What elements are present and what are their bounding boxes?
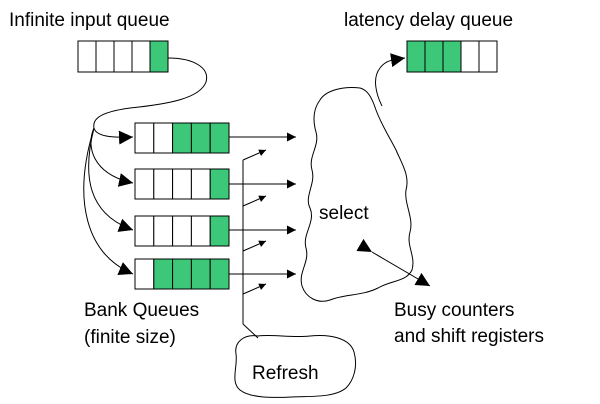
input-queue-label: Infinite input queue <box>9 10 170 31</box>
queue-cell-filled <box>209 215 230 247</box>
busy-counters-label: Busy counters <box>394 300 514 321</box>
queue-cell-filled <box>209 258 230 290</box>
queue-cell-empty <box>134 168 155 200</box>
bank-queue-2 <box>134 168 230 200</box>
latency-queue-label: latency delay queue <box>344 10 513 31</box>
queue-cell-empty <box>95 40 115 73</box>
latency-delay-queue <box>406 40 498 73</box>
refresh-bus-link <box>242 323 259 339</box>
queue-cell-filled <box>442 40 462 73</box>
refresh-label: Refresh <box>252 363 319 384</box>
busy-counters-arrow <box>356 238 431 287</box>
refresh-cloud <box>234 334 357 398</box>
shift-registers-label: and shift registers <box>394 326 544 347</box>
input-feed-curve <box>93 57 208 129</box>
queue-cell-empty <box>460 40 480 73</box>
queue-cell-empty <box>153 122 174 154</box>
queue-cell-empty <box>153 168 174 200</box>
bank-queues-size-label: (finite size) <box>84 327 176 348</box>
queue-cell-filled <box>190 258 211 290</box>
queue-cell-empty <box>131 40 151 73</box>
refresh-branch-3 <box>242 240 267 252</box>
queue-cell-filled <box>149 40 169 73</box>
queue-cell-empty <box>153 215 174 247</box>
queue-cell-empty <box>172 215 192 247</box>
queue-cell-filled <box>172 258 192 290</box>
refresh-branch-2 <box>242 195 267 207</box>
feed-arrow-bank-3 <box>88 127 134 232</box>
queue-cell-empty <box>190 215 211 247</box>
feed-arrow-bank-4 <box>83 127 134 275</box>
refresh-branch-4 <box>242 283 267 295</box>
queue-cell-empty <box>478 40 498 73</box>
bank-queue-3 <box>134 215 230 247</box>
queue-cell-filled <box>153 258 174 290</box>
queue-cell-filled <box>209 168 230 200</box>
queue-frame <box>77 40 169 73</box>
bank-queues-label: Bank Queues <box>84 300 199 321</box>
queue-cell-empty <box>134 258 155 290</box>
queue-frame <box>134 215 230 247</box>
queue-cell-empty <box>134 215 155 247</box>
queue-cell-filled <box>172 122 192 154</box>
queue-frame <box>134 122 230 154</box>
queue-cell-filled <box>406 40 426 73</box>
feed-arrow-bank-1 <box>93 127 134 145</box>
queue-cell-empty <box>113 40 133 73</box>
queue-cell-empty <box>77 40 97 73</box>
input-queue <box>77 40 169 73</box>
queue-cell-filled <box>209 122 230 154</box>
queue-frame <box>406 40 498 73</box>
refresh-branch-1 <box>242 149 267 161</box>
queue-cell-empty <box>190 168 211 200</box>
bank-queue-1 <box>134 122 230 154</box>
select-to-latency-arrow <box>375 53 406 107</box>
queue-cell-filled <box>190 122 211 154</box>
queue-cell-empty <box>172 168 192 200</box>
queue-cell-empty <box>134 122 155 154</box>
queue-cell-filled <box>424 40 444 73</box>
select-cloud <box>300 87 414 302</box>
select-label: select <box>319 203 369 224</box>
bank-queue-4 <box>134 258 230 290</box>
